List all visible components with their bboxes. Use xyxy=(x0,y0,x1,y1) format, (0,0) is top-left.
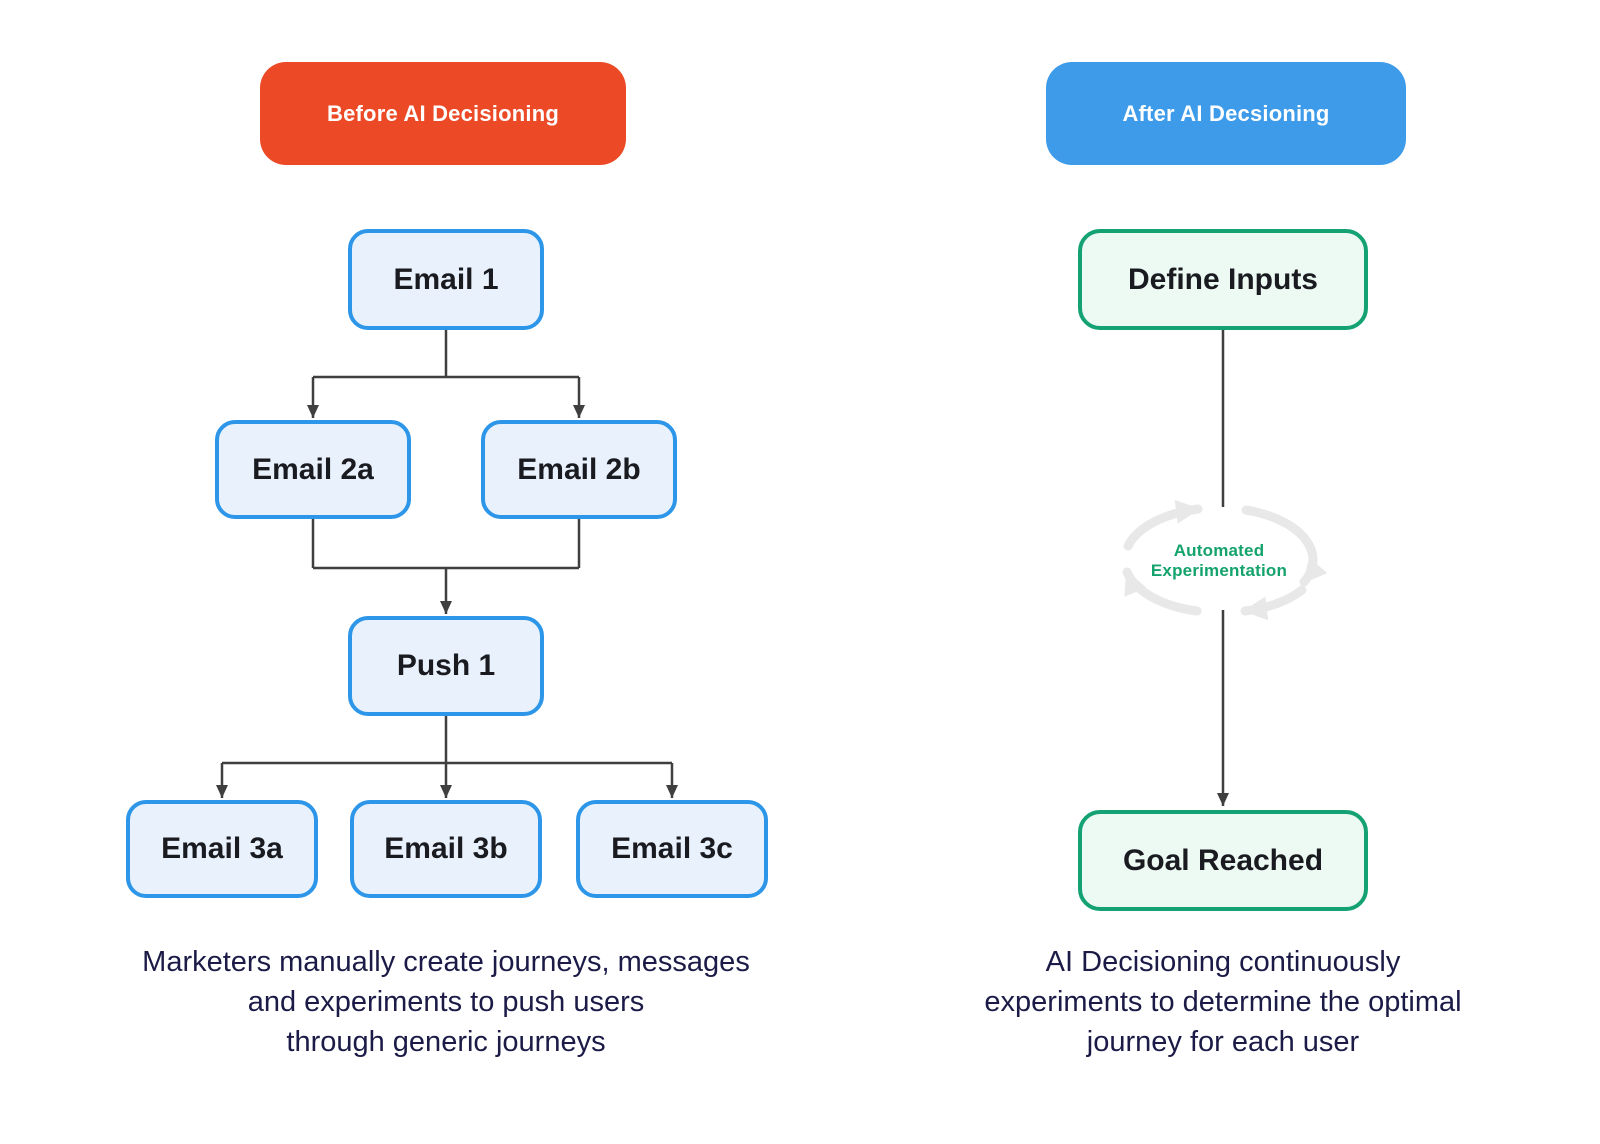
after-caption-line-2: experiments to determine the optimal xyxy=(984,986,1462,1018)
before-ai-decisioning-badge: Before AI Decisioning xyxy=(260,62,626,165)
before-caption-line-3: through generic journeys xyxy=(286,1026,606,1058)
before-caption-line-2: and experiments to push users xyxy=(247,986,645,1018)
before-caption: Marketers manually create journeys, mess… xyxy=(96,942,796,1062)
node-define-inputs: Define Inputs xyxy=(1078,229,1368,330)
before-flow-connectors xyxy=(216,330,678,798)
after-caption-line-3: journey for each user xyxy=(1086,1026,1360,1058)
after-caption: AI Decisioning continuously experiments … xyxy=(873,942,1573,1062)
node-email-3b: Email 3b xyxy=(350,800,542,898)
node-email-1: Email 1 xyxy=(348,229,544,330)
node-email-3c: Email 3c xyxy=(576,800,768,898)
loop-label-line-1: Automated xyxy=(1173,541,1265,560)
node-email-2b: Email 2b xyxy=(481,420,677,519)
node-email-3a: Email 3a xyxy=(126,800,318,898)
cycle-arrows-icon xyxy=(1122,499,1328,621)
node-email-2a: Email 2a xyxy=(215,420,411,519)
node-push-1: Push 1 xyxy=(348,616,544,716)
before-caption-line-1: Marketers manually create journeys, mess… xyxy=(142,946,750,978)
node-goal-reached: Goal Reached xyxy=(1078,810,1368,911)
automated-experimentation-label: Automated Experimentation xyxy=(1109,541,1329,581)
after-caption-line-1: AI Decisioning continuously xyxy=(1045,946,1401,978)
after-ai-decisioning-badge: After AI Decsioning xyxy=(1046,62,1406,165)
loop-label-line-2: Experimentation xyxy=(1150,561,1288,580)
